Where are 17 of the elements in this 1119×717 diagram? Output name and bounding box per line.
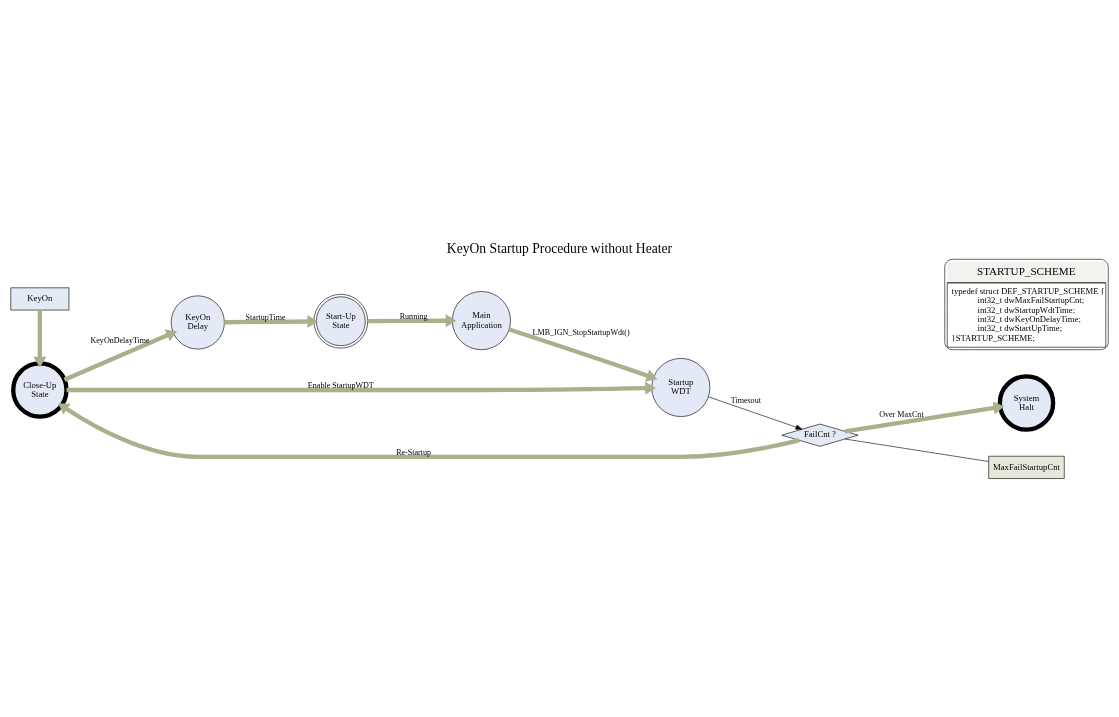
connector [844,438,989,462]
node-box: MaxFailStartupCnt [988,455,1065,479]
arrow [33,309,47,367]
node-circle: KeyOn Delay [170,295,225,349]
node-box: KeyOn [10,286,70,310]
arrow [63,328,177,382]
arrow [224,314,319,328]
arrow [708,396,803,430]
node-circle: Startup WDT [651,357,711,417]
node-circle: Main Application [452,290,511,350]
arrow [508,326,658,382]
arrow [844,401,1005,433]
arrow [66,381,656,395]
arrow [367,313,457,327]
diagram-title: KeyOn Startup Procedure without Heater [446,240,673,256]
arrow [58,402,800,459]
node-circle: System Halt [997,373,1056,432]
